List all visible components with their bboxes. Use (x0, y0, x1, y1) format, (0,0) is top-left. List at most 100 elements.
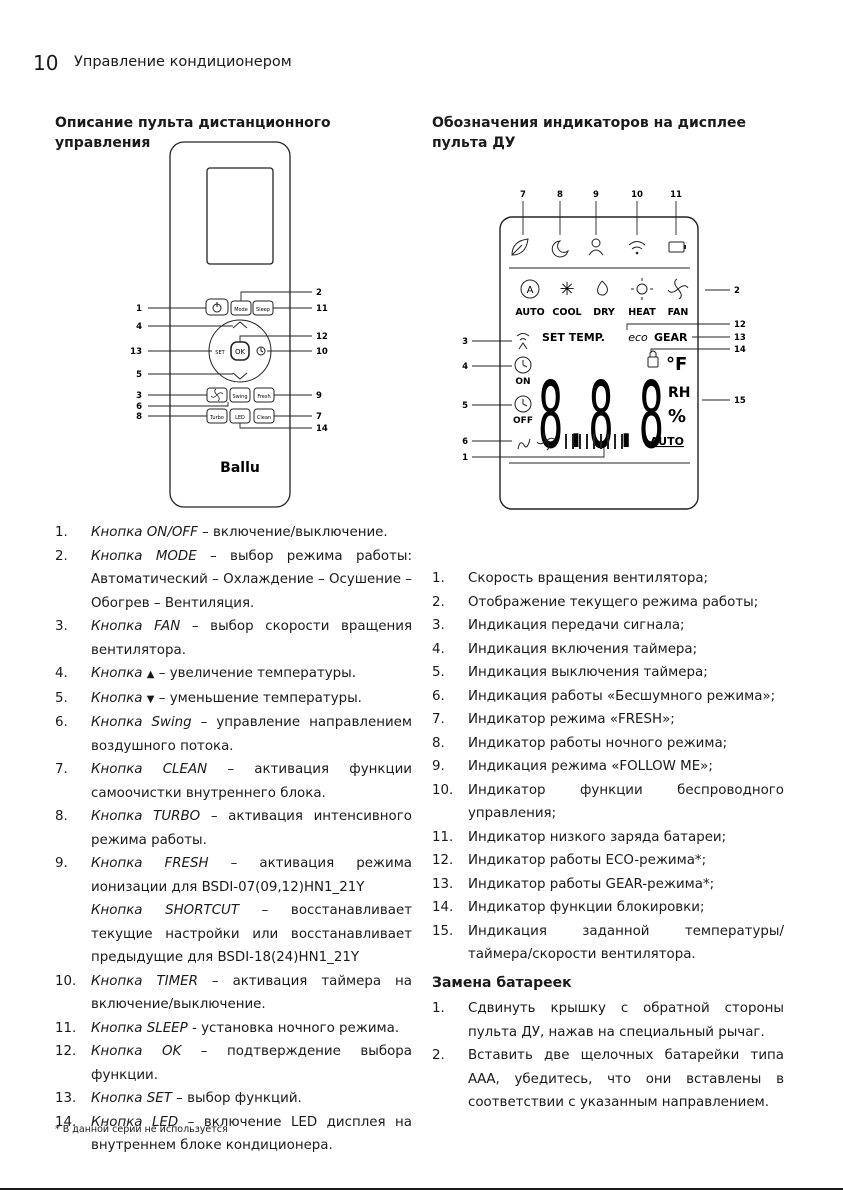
svg-text:6: 6 (136, 402, 142, 412)
svg-text:13: 13 (130, 347, 142, 357)
svg-text:SET TEMP.: SET TEMP. (542, 331, 605, 344)
timer-off-icon (514, 395, 532, 413)
signal-icon (516, 333, 530, 341)
svg-text:DRY: DRY (593, 307, 615, 318)
power-button (205, 298, 229, 316)
svg-text:AUTO: AUTO (650, 435, 684, 448)
list-item: 12.Кнопка OK – подтверждение выбора функ… (55, 1044, 412, 1083)
svg-text:12: 12 (734, 320, 746, 330)
svg-text:OFF: OFF (513, 416, 533, 426)
svg-text:A: A (527, 285, 534, 296)
page-number: 10 (33, 51, 59, 75)
svg-text:FAN: FAN (668, 307, 689, 318)
svg-text:15: 15 (734, 396, 746, 406)
running-header-title: Управление кондиционером (74, 54, 292, 70)
svg-text:8: 8 (136, 412, 142, 422)
list-item: 10.Кнопка TIMER – активация таймера на в… (55, 973, 413, 1013)
list-item: 9.Индикация режима «FOLLOW ME»; (432, 759, 713, 774)
svg-text:°F: °F (666, 354, 687, 375)
up-arrow-icon (232, 321, 248, 329)
list-item: 6.Индикация работы «Бесшумного режима»; (432, 688, 776, 704)
svg-text:RH: RH (668, 385, 691, 401)
svg-text:1: 1 (136, 304, 142, 314)
list-item: 13.Кнопка SET – выбор функций. (55, 1091, 302, 1106)
svg-text:10: 10 (631, 190, 643, 200)
list-item: 1.Кнопка ON/OFF – включение/выключение. (55, 525, 388, 540)
clean-label: Clean (257, 415, 271, 421)
list-item: 9.Кнопка FRESH – активация режима иониза… (55, 856, 413, 965)
moon-icon (551, 240, 569, 258)
turbo-label: Turbo (209, 415, 224, 421)
svg-text:6: 6 (462, 437, 468, 447)
svg-text:eco: eco (628, 331, 648, 344)
auto-mode-icon (520, 279, 540, 299)
swing-label: Swing (233, 394, 248, 400)
list-item: 11.Индикатор низкого заряда батареи; (432, 829, 727, 845)
remote-screen (206, 167, 274, 265)
led-label: LED (235, 415, 245, 421)
list-item: 15.Индикация заданной температуры/таймер… (432, 923, 784, 963)
segment-digits: 8.8.8 (538, 362, 664, 469)
svg-text:4: 4 (462, 362, 468, 372)
svg-text:AUTO: AUTO (515, 307, 544, 318)
ok-label: OK (235, 348, 246, 356)
fresh-label: Fresh (257, 394, 270, 400)
svg-text:1: 1 (462, 453, 468, 463)
bottom-rule (0, 1188, 843, 1190)
list-item: 2.Вставить две щелочных батарейки типа А… (432, 1048, 784, 1110)
list-item: 6.Кнопка Swing – управление направлением… (55, 715, 412, 754)
list-item: 5.Индикация выключения таймера; (432, 665, 708, 680)
list-item: 4.Кнопка ▲ – увеличение температуры. (55, 666, 357, 681)
remote-buttons-list: 1.Кнопка ON/OFF – включение/выключение. … (55, 521, 412, 1158)
svg-text:COOL: COOL (552, 307, 581, 318)
list-item: 10.Индикатор функции беспроводного управ… (432, 782, 784, 822)
svg-text:ON: ON (515, 377, 530, 387)
list-item: 1.Сдвинуть крышку с обратной стороны пул… (432, 1001, 784, 1040)
lock-icon (647, 356, 659, 368)
svg-text:8: 8 (557, 190, 563, 200)
svg-text:11: 11 (316, 304, 328, 314)
svg-text:4: 4 (136, 322, 142, 332)
list-item: 14.Индикатор функции блокировки; (432, 900, 705, 915)
footnote: * В данной серии не используется (55, 1124, 228, 1135)
list-item: 3.Индикация передачи сигнала; (432, 618, 685, 633)
svg-text:5: 5 (462, 401, 468, 411)
wireless-icon (628, 241, 646, 250)
svg-text:%: % (668, 406, 686, 427)
triangle-up-icon: ▲ (146, 669, 155, 680)
set-label: SET (215, 350, 225, 356)
svg-text:14: 14 (316, 424, 328, 434)
sleep-label: Sleep (256, 307, 270, 313)
swing-button (229, 387, 251, 403)
timer-on-icon (514, 356, 532, 374)
svg-text:7: 7 (316, 412, 322, 422)
list-item: 3.Кнопка FAN – выбор скорости вращения в… (55, 619, 412, 658)
down-arrow-icon (232, 372, 248, 380)
display-indicators-list: 1.Скорость вращения вентилятора; 2.Отобр… (432, 567, 784, 967)
list-item: 7.Кнопка CLEAN – активация функции самоо… (55, 762, 412, 801)
svg-text:2: 2 (734, 286, 740, 296)
battery-icon (668, 241, 685, 253)
svg-text:7: 7 (520, 190, 526, 200)
svg-text:3: 3 (136, 391, 142, 401)
list-item: 2.Отображение текущего режима работы; (432, 594, 759, 610)
drop-icon (597, 280, 608, 296)
battery-steps-list: 1.Сдвинуть крышку с обратной стороны пул… (432, 997, 784, 1115)
svg-text:13: 13 (734, 333, 746, 343)
list-item: 12.Индикатор работы ECO-режима*; (432, 853, 707, 868)
svg-text:12: 12 (316, 332, 328, 342)
remote-control-figure: Mode Sleep OK SET Swing Fresh Turbo LED … (130, 141, 328, 508)
svg-text:5: 5 (136, 370, 142, 380)
person-icon (591, 238, 601, 248)
list-item: 5.Кнопка ▼ – уменьшение температуры. (55, 690, 362, 706)
svg-text:14: 14 (734, 345, 746, 355)
list-item: 8.Индикатор работы ночного режима; (432, 735, 728, 751)
timer-icon (256, 346, 266, 356)
remote-description-title: Описание пульта дистанционного управлени… (55, 115, 331, 151)
leaf-icon (511, 238, 529, 256)
list-item: 4.Индикация включения таймера; (432, 641, 698, 657)
snowflake-icon: ✳ (559, 279, 574, 300)
list-item: 13.Индикатор работы GEAR-режима*; (432, 876, 715, 892)
svg-text:9: 9 (316, 391, 322, 401)
display-indicators-title: Обозначения индикаторов на дисплее пульт… (432, 115, 746, 151)
